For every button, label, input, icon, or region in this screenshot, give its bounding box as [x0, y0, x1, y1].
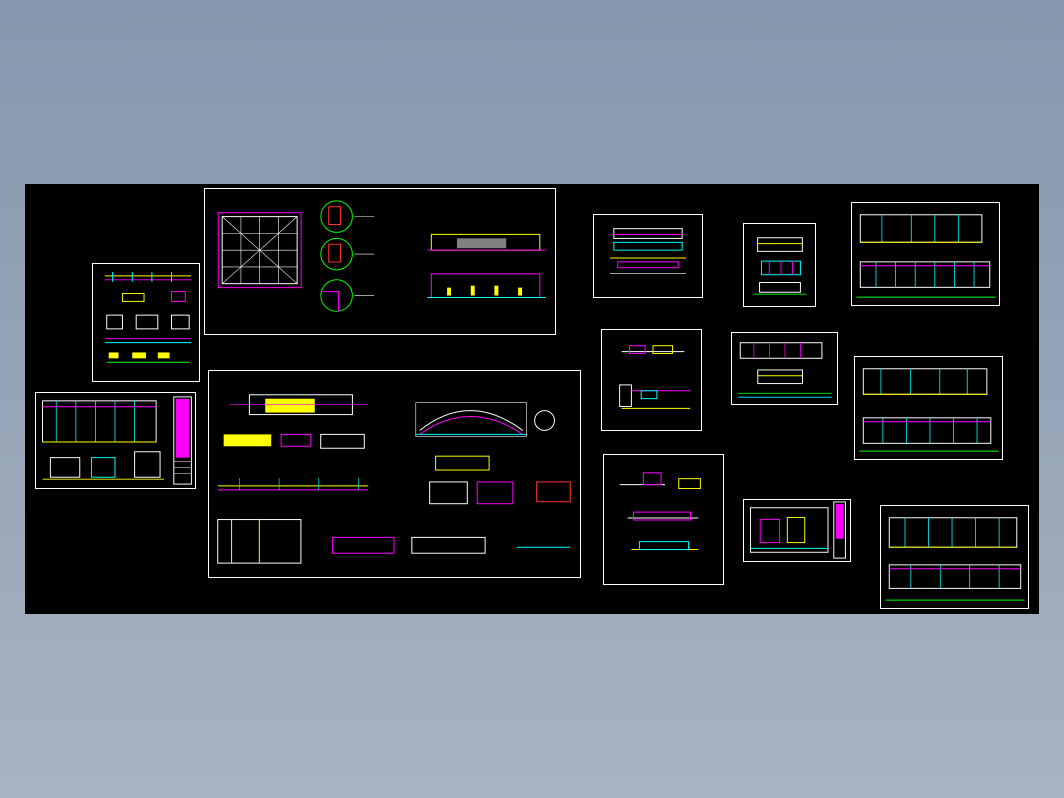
drawing-sheet-plan-sections[interactable]: [204, 188, 556, 335]
sheet-drawing: [609, 228, 687, 274]
drawing-sheet-elevations-1[interactable]: [851, 202, 1000, 306]
drawing-sheet-elevation-2[interactable]: [731, 332, 838, 405]
drawing-sheet-elevations-3[interactable]: [880, 505, 1029, 609]
sheet-drawing: [217, 394, 571, 564]
drawing-sheet-details-3[interactable]: [603, 454, 724, 585]
sheet-drawing: [42, 396, 192, 485]
drawing-sheet-elevations-titleblock[interactable]: [35, 392, 196, 489]
drawing-canvas[interactable]: [25, 184, 1039, 614]
sheet-drawing: [885, 517, 1025, 601]
sheet-drawing: [619, 472, 701, 550]
sheet-drawing: [750, 501, 846, 559]
sheet-drawing: [104, 271, 192, 363]
drawing-sheet-details-small[interactable]: [92, 263, 200, 382]
drawing-sheet-details-2[interactable]: [601, 329, 702, 431]
sheet-drawing: [738, 342, 832, 398]
drawing-sheet-elevation-titleblock[interactable]: [743, 499, 851, 562]
sheet-drawing: [856, 214, 996, 298]
sheet-drawing: [619, 345, 691, 409]
sheet-drawing: [753, 237, 807, 295]
sheet-drawing: [217, 200, 546, 312]
sheet-drawing: [859, 368, 999, 452]
drawing-sheet-elevations-details[interactable]: [208, 370, 581, 578]
drawing-sheet-elevations-2[interactable]: [854, 356, 1003, 460]
drawing-sheet-section-2[interactable]: [743, 223, 816, 307]
drawing-sheet-section-1[interactable]: [593, 214, 703, 298]
